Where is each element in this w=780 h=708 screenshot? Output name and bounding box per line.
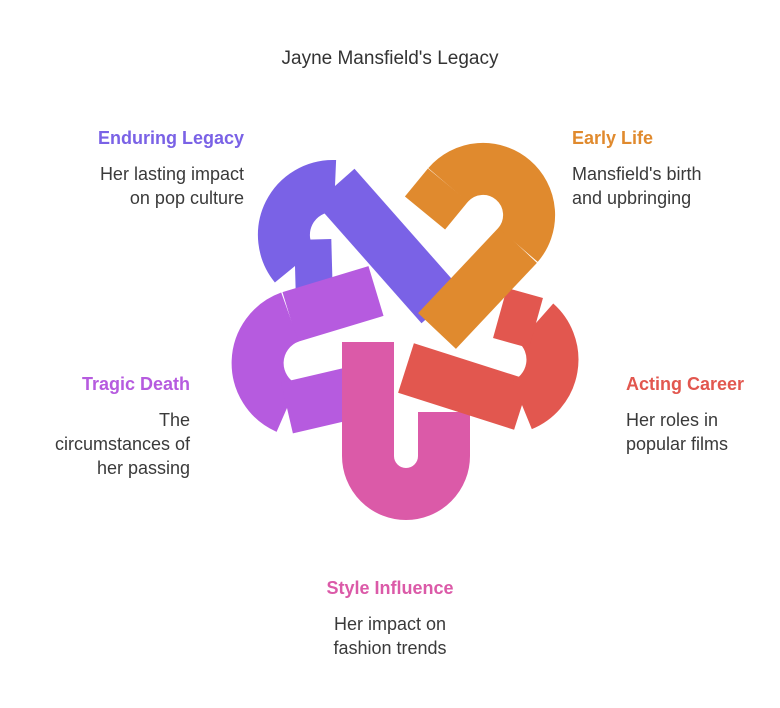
early-life-desc-line: and upbringing (572, 188, 692, 208)
loop-style-influence (342, 342, 470, 520)
acting-career-desc-line: popular films (626, 434, 729, 454)
enduring-legacy-desc-line: Her lasting impact (99, 164, 244, 184)
acting-career-description: Her roles in popular films (626, 408, 776, 456)
early-life-label: Early Life (572, 128, 654, 148)
loop-early-life (404, 142, 556, 349)
enduring-legacy-description: Her lasting impact on pop culture (40, 162, 244, 210)
tragic-death-description: The circumstances of her passing (20, 408, 190, 480)
loop-enduring-legacy (257, 159, 461, 324)
acting-career-label: Acting Career (626, 374, 745, 394)
acting-career-desc-line: Her roles in (626, 410, 719, 430)
tragic-death-label: Tragic Death (81, 374, 190, 394)
tragic-death-desc-line: The (158, 410, 190, 430)
style-influence-desc-line: Her impact on (333, 614, 447, 634)
style-influence-label: Style Influence (326, 578, 454, 598)
enduring-legacy-label: Enduring Legacy (97, 128, 244, 148)
tragic-death-desc-line: circumstances of (54, 434, 190, 454)
loop-acting-career (398, 287, 579, 430)
diagram-title: Jayne Mansfield's Legacy (281, 48, 499, 69)
style-influence-description: Her impact on fashion trends (290, 612, 490, 660)
style-influence-desc-line: fashion trends (333, 638, 447, 658)
enduring-legacy-desc-line: on pop culture (129, 188, 244, 208)
tragic-death-desc-line: her passing (96, 458, 190, 478)
early-life-desc-line: Mansfield's birth (572, 164, 702, 184)
early-life-description: Mansfield's birth and upbringing (572, 162, 762, 210)
